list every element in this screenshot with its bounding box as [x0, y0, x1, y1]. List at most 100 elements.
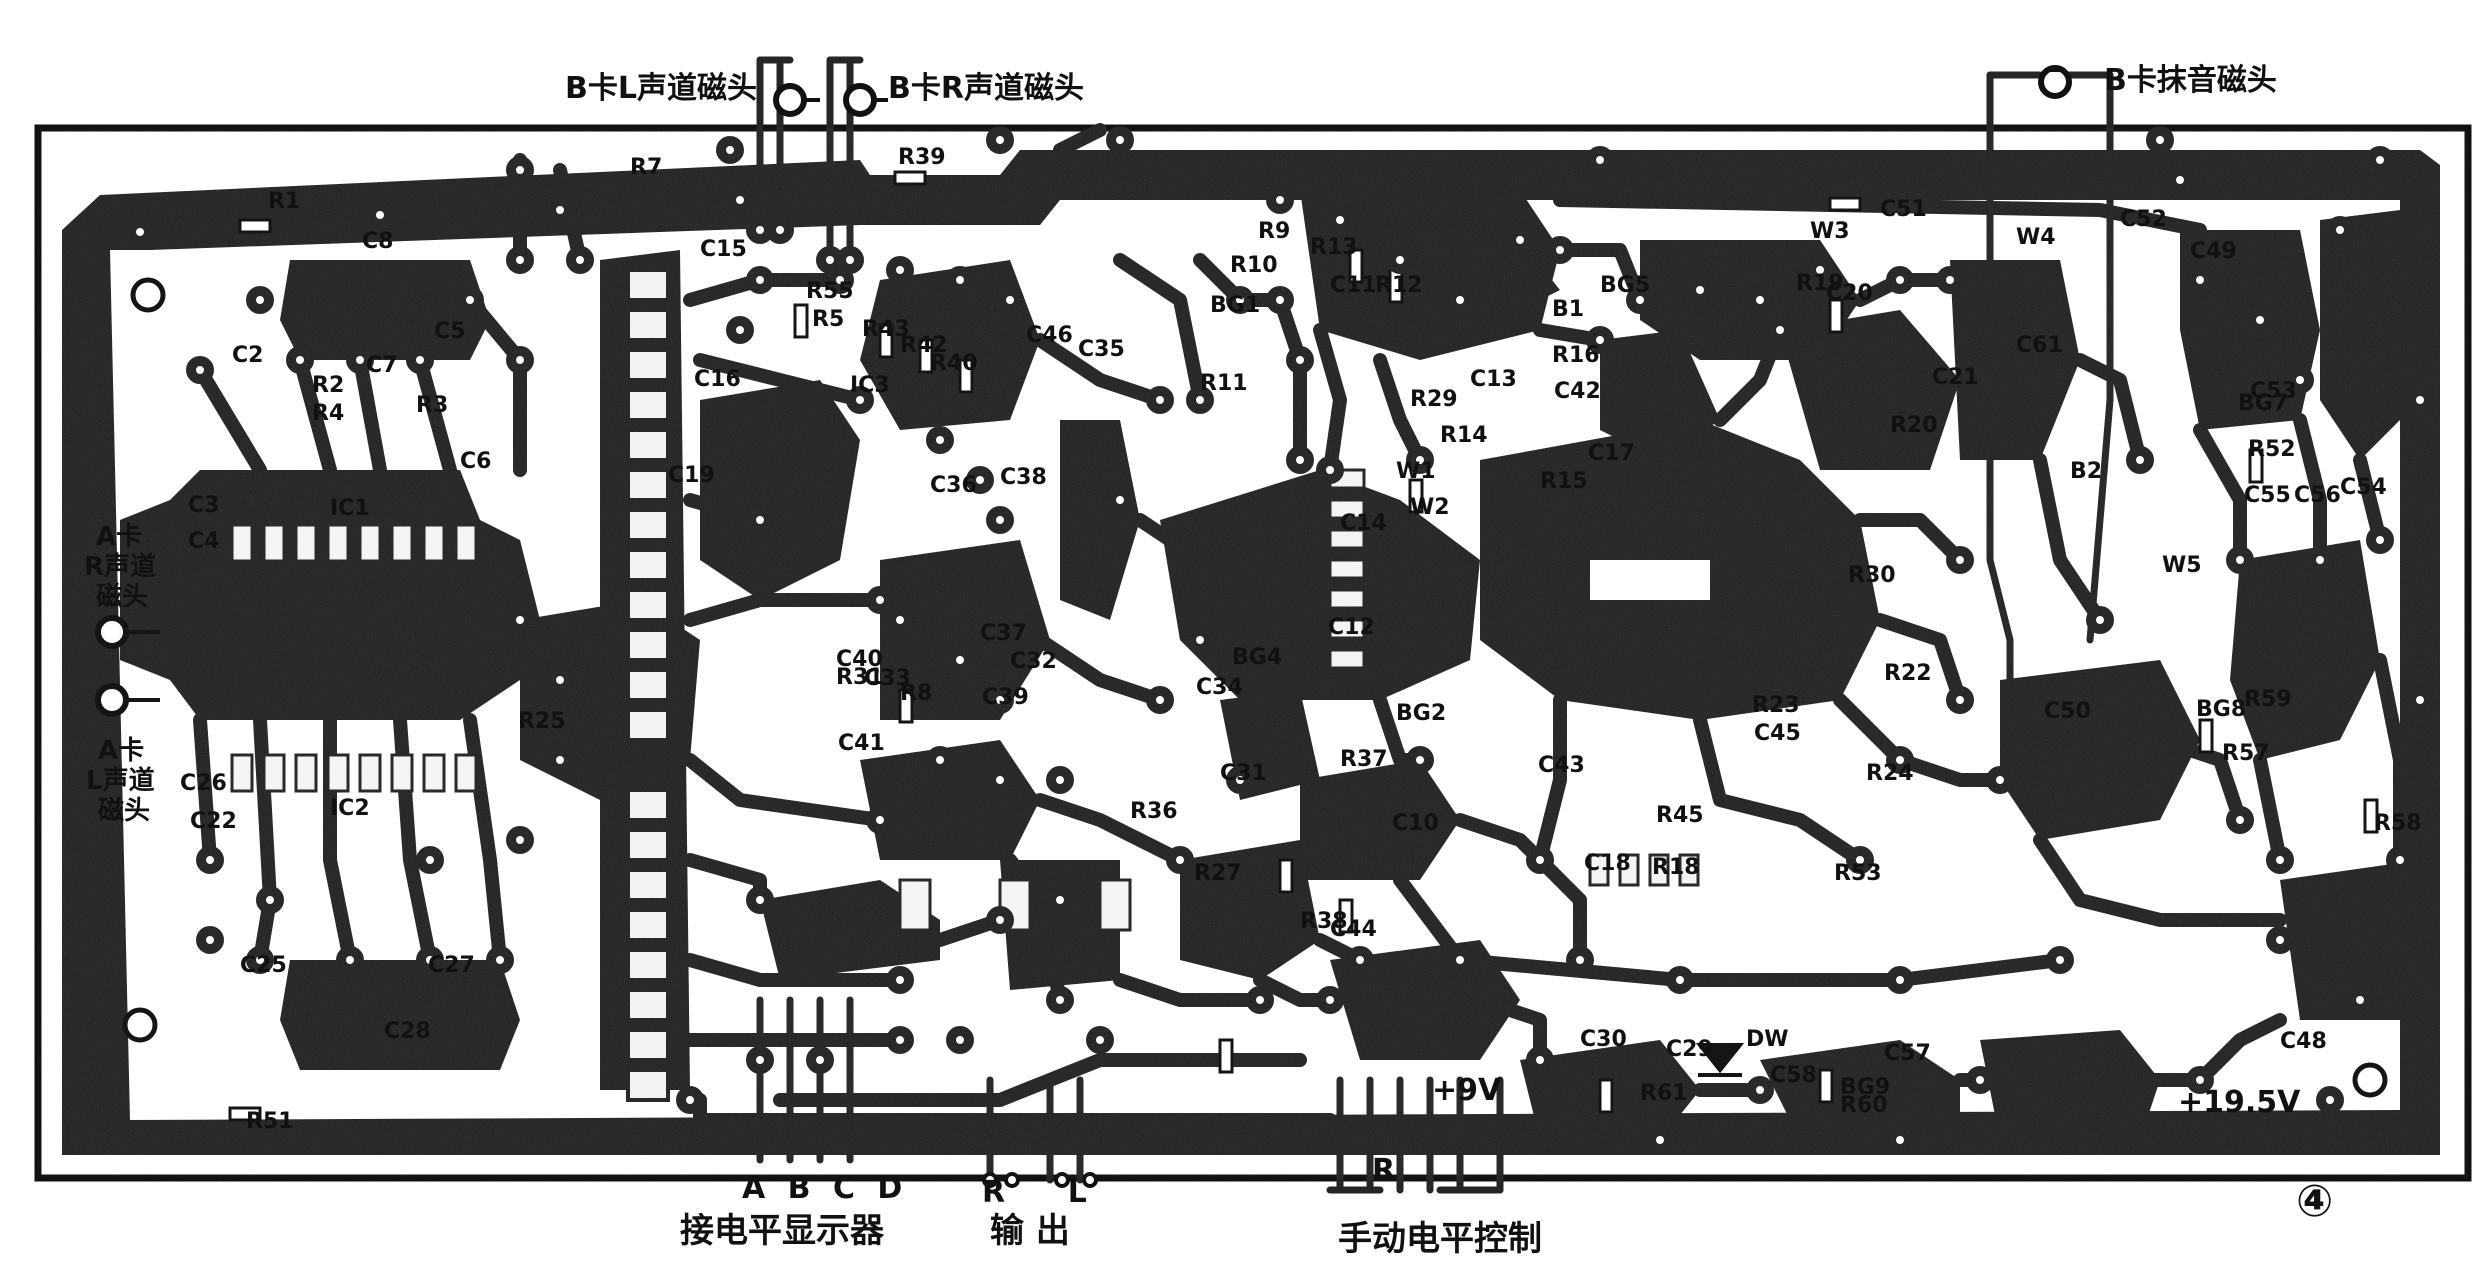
level-display-label: 接电平显示器	[680, 1211, 884, 1251]
b-right-head-label: B卡R声道磁头	[888, 71, 1084, 106]
ref-label: C2	[232, 343, 263, 368]
ref-label: C7	[366, 353, 397, 378]
ref-label: C54	[2340, 475, 2387, 500]
ref-label: BG9	[1840, 1075, 1890, 1100]
plus-19-5v-label: +19.5V	[2178, 1085, 2301, 1120]
ref-label: C15	[700, 237, 747, 262]
ref-label: C58	[1770, 1063, 1817, 1088]
ref-label: R22	[1884, 661, 1932, 686]
ref-label: C57	[1884, 1041, 1931, 1066]
ref-label: B2	[2070, 459, 2102, 484]
ref-label: C41	[838, 731, 885, 756]
ref-label: R38	[1300, 909, 1348, 934]
ref-label: IC3	[850, 373, 890, 398]
ref-label: R53	[1834, 861, 1882, 886]
ref-label: IC2	[330, 796, 370, 821]
ref-label: C11	[1330, 273, 1377, 298]
ref-label: C14	[1340, 511, 1387, 536]
ref-label: R58	[2374, 811, 2422, 836]
ref-label: C35	[1078, 337, 1125, 362]
ref-label: R15	[1540, 469, 1588, 494]
ref-label: W2	[1410, 495, 1450, 520]
ref-label: C39	[982, 685, 1029, 710]
ref-label: R57	[2222, 741, 2270, 766]
ref-label: R20	[1890, 413, 1938, 438]
ref-label: C40	[836, 647, 883, 672]
ref-label: BG8	[2196, 697, 2246, 722]
ref-label: C5	[434, 319, 465, 344]
ref-label: R19	[1796, 271, 1844, 296]
ref-label: C32	[1010, 649, 1057, 674]
ref-label: W1	[1396, 459, 1436, 484]
ref-label: C56	[2294, 483, 2341, 508]
ref-label: R31	[836, 665, 884, 690]
b-left-head-label: B卡L声道磁头	[565, 71, 757, 106]
ref-label: BG5	[1600, 273, 1650, 298]
output-rl-label: R L	[982, 1175, 1087, 1210]
ref-label: W3	[1810, 219, 1850, 244]
ref-label: R27	[1194, 861, 1242, 886]
ref-label: R12	[1375, 273, 1423, 298]
ref-label: IC1	[330, 496, 370, 521]
ref-label: R39	[898, 145, 946, 170]
ref-label: C42	[1554, 379, 1601, 404]
ref-label: R18	[1652, 855, 1700, 880]
ref-label: C43	[1538, 753, 1585, 778]
ref-label: C18	[1584, 851, 1631, 876]
ref-label: C34	[1196, 675, 1243, 700]
ref-label: R1	[268, 189, 300, 214]
ref-label: R61	[1640, 1081, 1688, 1106]
ref-label: R37	[1340, 747, 1388, 772]
ref-label: BG4	[1232, 645, 1282, 670]
ref-label: R59	[2244, 687, 2292, 712]
ref-label: R10	[1230, 253, 1278, 278]
ref-label: C50	[2044, 699, 2091, 724]
ref-label: C28	[384, 1019, 431, 1044]
ref-label: DW	[1746, 1027, 1789, 1052]
ref-label: R29	[1410, 387, 1458, 412]
ref-label: C55	[2244, 483, 2291, 508]
ref-label: C31	[1220, 761, 1267, 786]
ref-label: C46	[1026, 323, 1073, 348]
ref-label: C21	[1932, 365, 1979, 390]
ref-label: BG7	[2238, 391, 2288, 416]
ref-label: C10	[1392, 811, 1439, 836]
abcd-label: A B C D	[742, 1171, 909, 1206]
ref-label: BG1	[1210, 293, 1260, 318]
ref-label: C6	[460, 449, 491, 474]
ref-label: C22	[190, 809, 237, 834]
ref-label: R7	[630, 155, 662, 180]
ref-label: R43	[862, 317, 910, 342]
grain-overlay	[38, 128, 2468, 1178]
ref-label: C30	[1580, 1027, 1627, 1052]
ref-label: C36	[930, 473, 977, 498]
a-left-head-label-3: 磁头	[98, 796, 151, 826]
ref-label: R25	[518, 709, 566, 734]
ref-label: R3	[416, 393, 448, 418]
ref-label: C19	[668, 463, 715, 488]
ref-label: C25	[240, 953, 287, 978]
ref-label: C48	[2280, 1029, 2327, 1054]
ref-label: C17	[1588, 441, 1635, 466]
ref-label: C52	[2120, 207, 2167, 232]
ref-label: R51	[246, 1109, 294, 1134]
ref-label: C49	[2190, 239, 2237, 264]
ref-label: C16	[694, 367, 741, 392]
ref-label: C27	[428, 953, 475, 978]
ref-label: C4	[188, 529, 219, 554]
a-left-head-label-2: L声道	[86, 766, 155, 796]
b-erase-head-label: B卡抹音磁头	[2104, 63, 2277, 98]
ref-label: C20	[1826, 281, 1873, 306]
ref-label: C37	[980, 621, 1027, 646]
ref-label: C51	[1880, 197, 1927, 222]
ref-label: R36	[1130, 799, 1178, 824]
ref-label: R45	[1656, 803, 1704, 828]
ref-label: C29	[1666, 1037, 1713, 1062]
ref-label: R11	[1200, 371, 1248, 396]
ref-label: C38	[1000, 465, 1047, 490]
ref-label: R5	[812, 307, 844, 332]
ref-label: R14	[1440, 423, 1488, 448]
ref-label: R55	[806, 279, 854, 304]
ref-label: C3	[188, 493, 219, 518]
